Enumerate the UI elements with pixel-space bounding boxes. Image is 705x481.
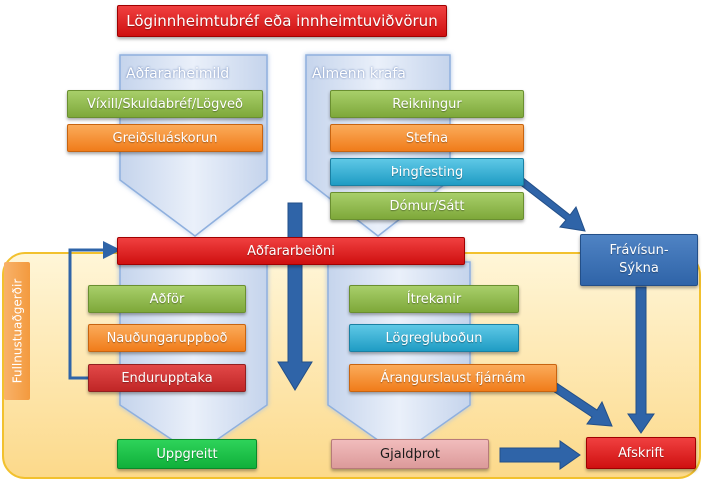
frevisun-text: Frávísun-Sýkna (609, 243, 669, 276)
gjaldthrot-right-arrow (499, 440, 581, 470)
uppgreitt-box: Uppgreitt (117, 439, 257, 469)
arangurslaust-text: Árangurslaust fjárnám (380, 370, 526, 386)
loop-back-arrow (68, 241, 121, 380)
domur-box: Dómur/Sátt (330, 192, 524, 220)
title-box: Löginnheimtubréf eða innheimtuviðvörun (117, 5, 447, 37)
thingfesting-text: Þingfesting (390, 164, 464, 180)
gjaldthrot-box: Gjaldþrot (331, 439, 489, 469)
itrekanir-box: Ítrekanir (349, 285, 519, 313)
adfararbeidni-box: Aðfararbeiðni (117, 237, 465, 265)
gjaldthrot-text: Gjaldþrot (380, 446, 440, 462)
endurupptaka-box: Endurupptaka (88, 364, 246, 392)
vixill-text: Víxill/Skuldabréf/Lögveð (87, 96, 243, 112)
adfor-box: Aðför (88, 285, 246, 313)
adfor-text: Aðför (149, 291, 185, 307)
itrekanir-text: Ítrekanir (406, 291, 462, 307)
stefna-text: Stefna (405, 130, 449, 146)
right-arrow-label: Almenn krafa (312, 66, 406, 82)
diag-arrow-thingfesting (517, 176, 586, 232)
domur-text: Dómur/Sátt (389, 198, 465, 214)
naudungaruppbod-box: Nauðungaruppboð (88, 324, 246, 352)
logreglubodun-text: Lögregluboðun (385, 330, 483, 346)
logreglubodun-box: Lögregluboðun (349, 324, 519, 352)
thingfesting-box: Þingfesting (330, 158, 524, 186)
afskrift-box: Afskrift (586, 437, 696, 469)
left-arrow-label: Aðfararheimild (126, 66, 230, 82)
section-label-text: Fullnustuaðgerðir (10, 278, 24, 384)
stefna-box: Stefna (330, 124, 524, 152)
adfararbeidni-text: Aðfararbeiðni (247, 243, 335, 259)
center-down-arrow (277, 202, 313, 391)
reikningur-box: Reikningur (330, 90, 524, 118)
frevisun-down-arrow (627, 286, 655, 434)
uppgreitt-text: Uppgreitt (156, 446, 218, 462)
endurupptaka-text: Endurupptaka (121, 370, 213, 386)
frevisun-box: Frávísun-Sýkna (580, 234, 698, 286)
diag-arrow-arangurslaust (546, 379, 613, 427)
section-label-box: Fullnustuaðgerðir (4, 262, 30, 400)
greidsluaskorun-text: Greiðsluáskorun (112, 130, 218, 146)
vixill-box: Víxill/Skuldabréf/Lögveð (67, 90, 263, 118)
afskrift-text: Afskrift (618, 445, 664, 461)
arangurslaust-box: Árangurslaust fjárnám (349, 364, 557, 392)
naudungaruppbod-text: Nauðungaruppboð (106, 330, 228, 346)
title-text: Löginnheimtubréf eða innheimtuviðvörun (126, 12, 438, 30)
greidsluaskorun-box: Greiðsluáskorun (67, 124, 263, 152)
reikningur-text: Reikningur (392, 96, 462, 112)
